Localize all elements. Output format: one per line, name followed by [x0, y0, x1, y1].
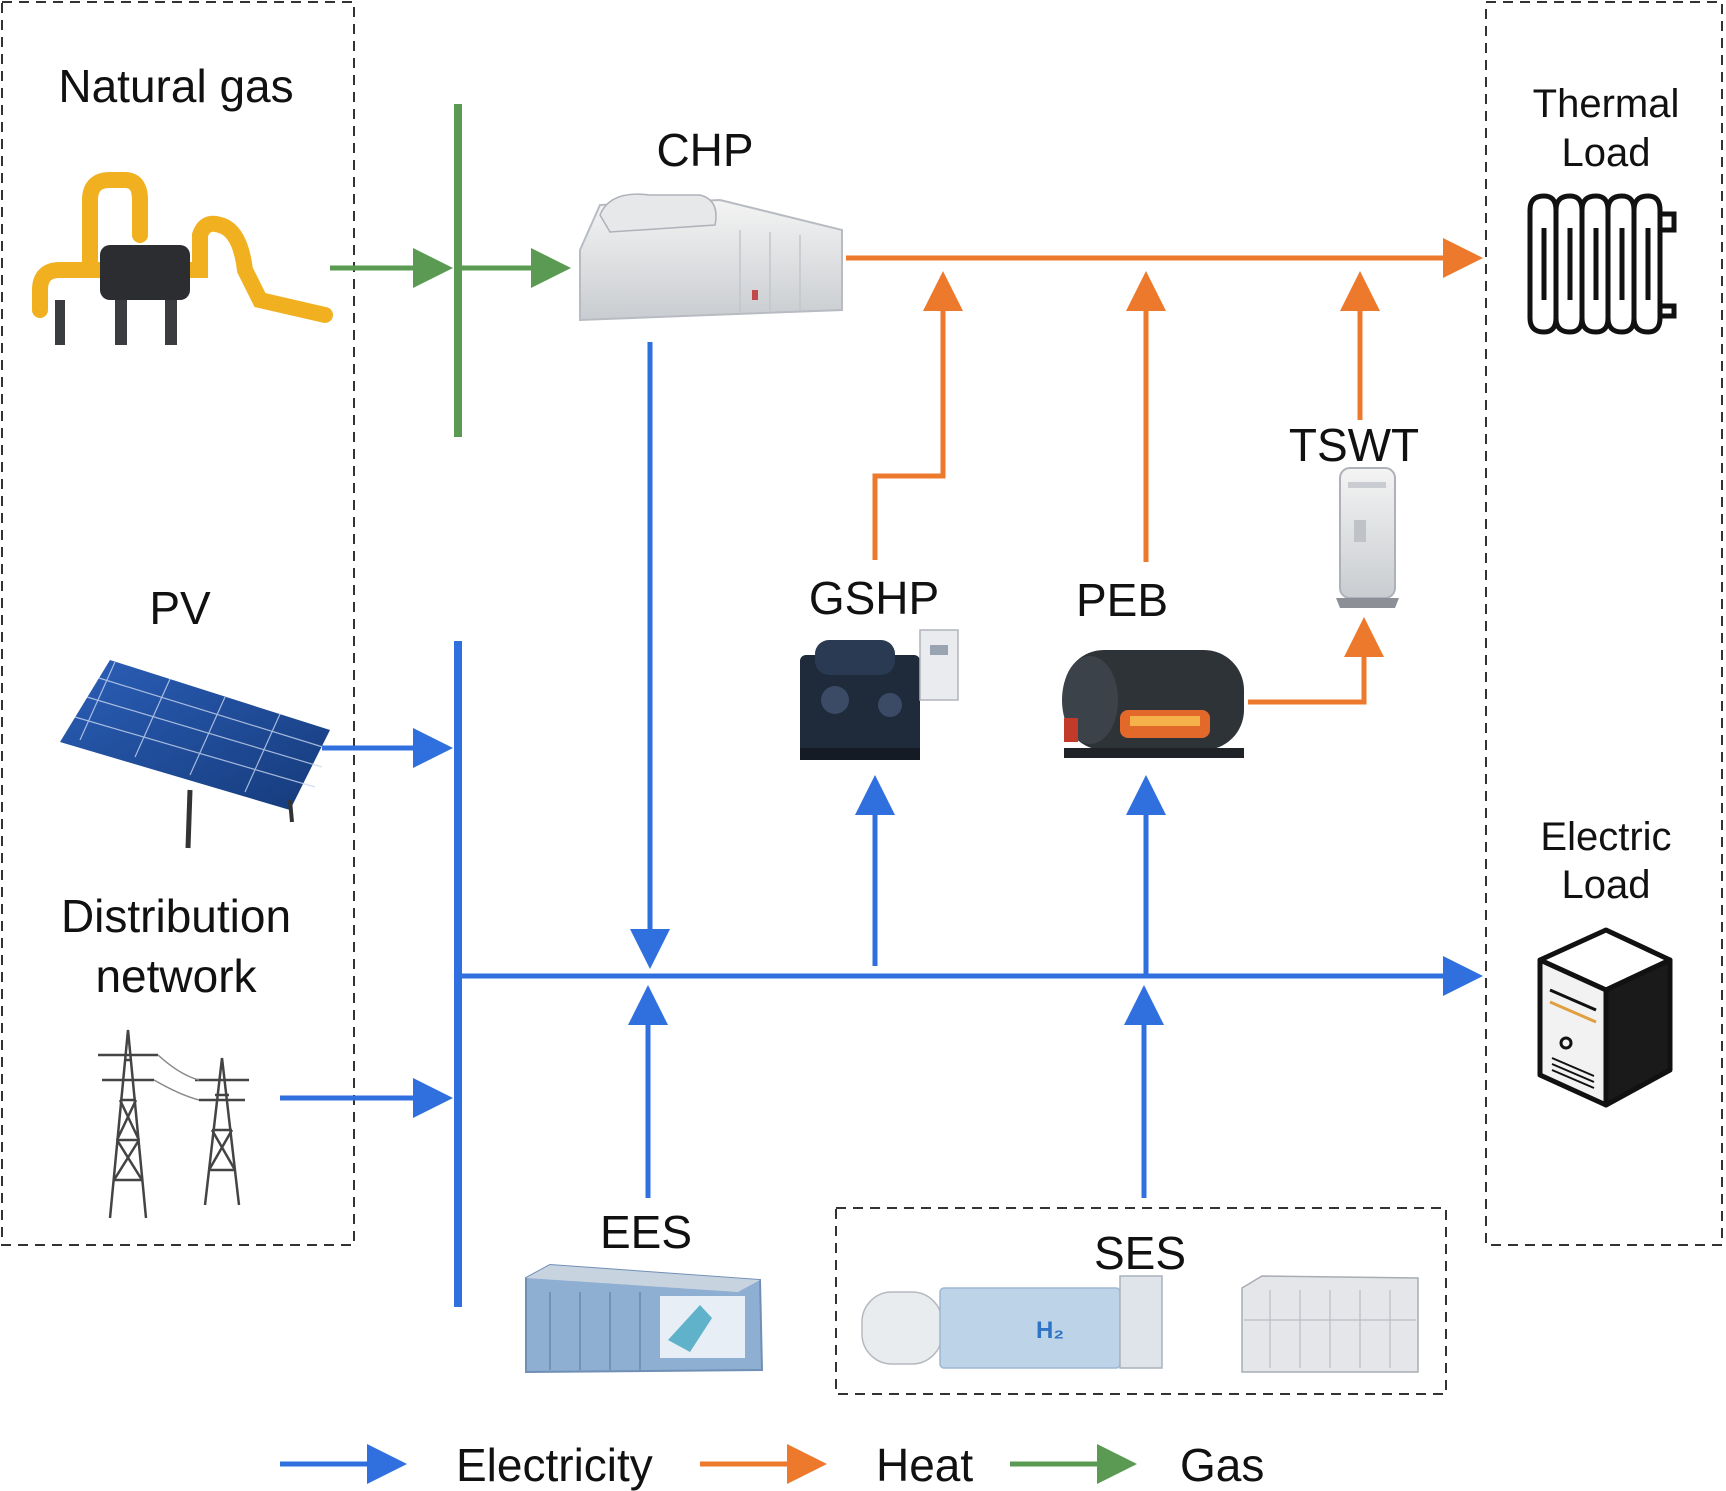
ground-source-heat-pump-icon: [800, 629, 959, 760]
legend-heat-label: Heat: [876, 1439, 973, 1491]
electric-load-label-line2: Load: [1562, 863, 1651, 907]
transmission-tower-icon: [98, 1029, 249, 1219]
ees-label: EES: [600, 1206, 692, 1258]
hydrogen-storage-icon: H₂: [861, 1275, 1163, 1369]
electric-energy-storage-icon: [525, 1263, 764, 1374]
tswt-label: TSWT: [1289, 419, 1419, 471]
chp-unit-icon: [579, 193, 843, 322]
legend: Electricity Heat Gas: [280, 1439, 1264, 1491]
electric-boiler-icon: [1062, 650, 1244, 758]
sources-boundary: [1, 1, 355, 1246]
solar-panel-icon: [60, 660, 330, 849]
battery-container-icon: [1241, 1275, 1419, 1373]
ses-boundary: [835, 1207, 1447, 1395]
peb-label: PEB: [1076, 574, 1168, 626]
electric-load-label-line1: Electric: [1540, 815, 1671, 859]
h2-mark: H₂: [1036, 1317, 1064, 1344]
thermal-storage-tank-icon: [1336, 467, 1399, 608]
ses-label: SES: [1094, 1227, 1186, 1279]
legend-electricity-label: Electricity: [456, 1439, 653, 1491]
radiator-icon: [1527, 193, 1677, 335]
natural-gas-pipeline-icon: [32, 172, 333, 345]
legend-gas-label: Gas: [1180, 1439, 1264, 1491]
loads-boundary: [1485, 1, 1723, 1246]
chp-label: CHP: [656, 124, 753, 176]
distribution-network-label-line1: Distribution: [61, 890, 291, 942]
natural-gas-label: Natural gas: [58, 60, 293, 112]
server-computer-icon: [1537, 927, 1673, 1108]
distribution-network-label-line2: network: [95, 950, 257, 1002]
heat-flow-peb-to-tswt: [1248, 617, 1384, 705]
pv-label: PV: [149, 582, 211, 634]
thermal-load-label-line2: Load: [1562, 131, 1651, 175]
heat-flow-gshp: [872, 271, 963, 560]
thermal-load-label-line1: Thermal: [1533, 82, 1680, 126]
gshp-label: GSHP: [809, 572, 939, 624]
